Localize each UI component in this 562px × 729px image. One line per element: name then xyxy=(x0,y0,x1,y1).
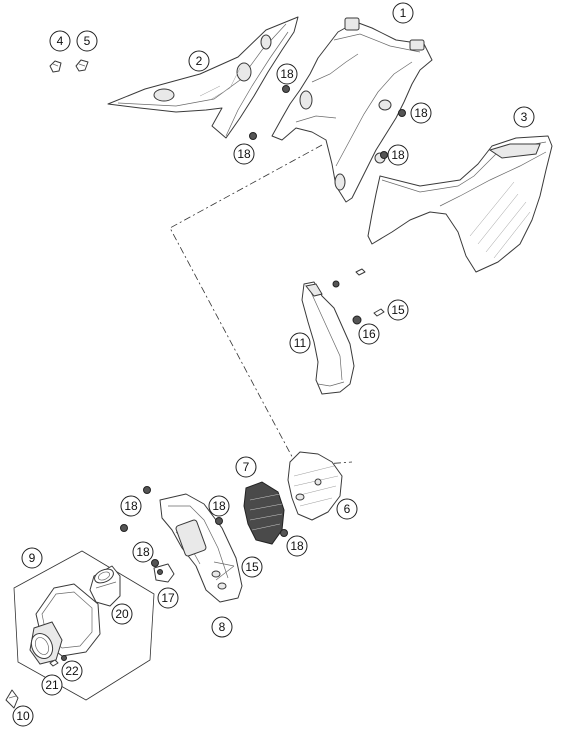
part-15-screw-lower xyxy=(213,561,235,581)
part-18-nut-e xyxy=(143,486,151,494)
callout-label: 18 xyxy=(414,106,428,120)
part-7-air-filter xyxy=(243,481,285,545)
part-18-nut-h xyxy=(280,529,288,537)
part-20-connecting-tube xyxy=(89,565,121,607)
part-1-airbox-cover xyxy=(271,17,433,203)
callout-11: 11 xyxy=(289,332,311,354)
part-9-intake-boot xyxy=(29,583,101,665)
part-4-clip xyxy=(49,60,62,73)
callout-15-lower: 15 xyxy=(241,556,263,578)
callout-label: 18 xyxy=(212,499,226,513)
screw-near-16-top xyxy=(355,268,366,276)
callout-label: 10 xyxy=(16,709,30,723)
part-18-nut-b xyxy=(249,132,257,140)
part-18-nut-d xyxy=(380,151,388,159)
callout-18-c: 18 xyxy=(410,102,432,124)
callout-18-h: 18 xyxy=(132,541,154,563)
callout-5: 5 xyxy=(76,30,98,52)
part-2-side-cover xyxy=(107,16,299,139)
callout-2: 2 xyxy=(188,50,210,72)
part-8-filter-box xyxy=(159,493,243,603)
callout-label: 18 xyxy=(136,545,150,559)
callout-label: 18 xyxy=(290,539,304,553)
callout-label: 5 xyxy=(84,34,91,48)
callout-label: 20 xyxy=(115,607,129,621)
part-21-screw xyxy=(49,659,59,667)
callout-18-e: 18 xyxy=(120,495,142,517)
callout-label: 7 xyxy=(243,460,250,474)
callout-label: 21 xyxy=(45,678,59,692)
part-3-side-panel xyxy=(367,135,553,273)
callout-label: 11 xyxy=(294,336,307,350)
part-9-assembly-outline xyxy=(13,550,155,701)
callout-17: 17 xyxy=(157,587,179,609)
part-15-screw-upper xyxy=(373,308,385,317)
callout-1: 1 xyxy=(392,2,414,24)
part-18-nut-c xyxy=(398,109,406,117)
callout-label: 18 xyxy=(280,67,294,81)
callout-label: 3 xyxy=(521,110,528,124)
callout-21: 21 xyxy=(41,674,63,696)
part-18-nut-a xyxy=(282,85,290,93)
callout-label: 6 xyxy=(344,502,351,516)
callout-label: 18 xyxy=(237,147,251,161)
part-11-air-intake-duct xyxy=(301,281,355,395)
callout-label: 18 xyxy=(124,499,138,513)
callout-15-upper: 15 xyxy=(387,299,409,321)
callout-18-b: 18 xyxy=(233,143,255,165)
callout-18-f: 18 xyxy=(208,495,230,517)
part-6-filter-cover xyxy=(287,451,343,521)
callout-22: 22 xyxy=(61,660,83,682)
callout-4: 4 xyxy=(49,30,71,52)
part-17-bracket xyxy=(153,563,175,583)
callout-label: 2 xyxy=(196,54,203,68)
part-18-nut-f xyxy=(120,524,128,532)
part-18-nut-g xyxy=(215,517,223,525)
part-22-clamp xyxy=(61,655,67,661)
callout-label: 9 xyxy=(29,551,36,565)
callout-6: 6 xyxy=(336,498,358,520)
callout-label: 8 xyxy=(219,620,226,634)
callout-8: 8 xyxy=(211,616,233,638)
callout-7: 7 xyxy=(235,456,257,478)
part-16-nut xyxy=(352,315,362,325)
callout-label: 16 xyxy=(362,327,376,341)
part-18-nut-i xyxy=(151,559,159,567)
callout-9: 9 xyxy=(21,547,43,569)
part-10-plug xyxy=(5,689,19,709)
callout-label: 4 xyxy=(57,34,64,48)
callout-18-d: 18 xyxy=(387,144,409,166)
callout-18-a: 18 xyxy=(276,63,298,85)
callout-20: 20 xyxy=(111,603,133,625)
part-5-clip xyxy=(75,59,89,72)
callout-16: 16 xyxy=(358,323,380,345)
callout-18-g: 18 xyxy=(286,535,308,557)
callout-label: 15 xyxy=(391,303,405,317)
callout-10: 10 xyxy=(12,705,34,727)
callout-label: 17 xyxy=(161,591,175,605)
nut-near-11 xyxy=(332,280,340,288)
callout-label: 15 xyxy=(245,560,259,574)
callout-label: 22 xyxy=(65,664,79,678)
callout-label: 1 xyxy=(400,6,407,20)
callout-3: 3 xyxy=(513,106,535,128)
callout-label: 18 xyxy=(391,148,405,162)
